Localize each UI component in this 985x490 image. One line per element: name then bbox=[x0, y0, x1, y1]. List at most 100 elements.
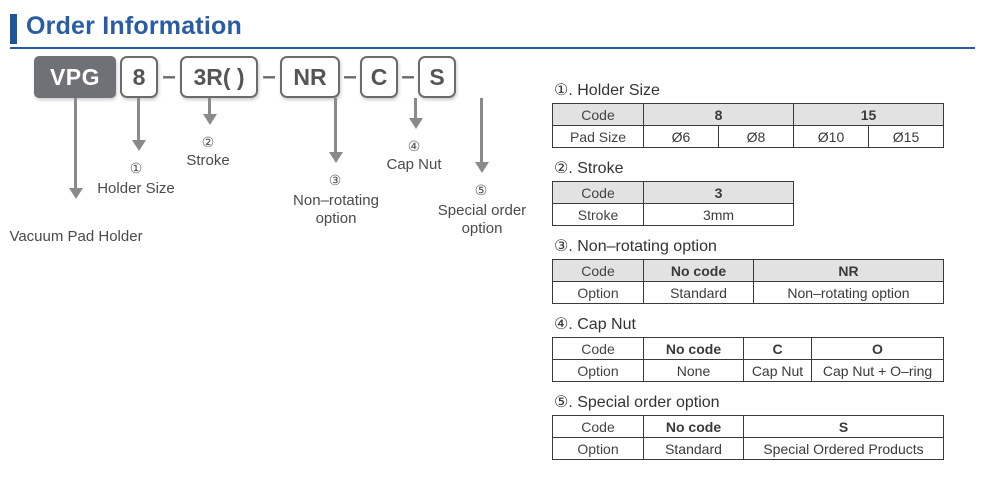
table-rowhead: Option bbox=[552, 359, 644, 382]
code-box-cap-nut-text: C bbox=[370, 63, 388, 90]
leader-label-prefix: Vacuum Pad Holder bbox=[9, 228, 143, 245]
table-row: Code 3 bbox=[552, 181, 794, 204]
table-row: Code No code NR bbox=[552, 259, 944, 282]
leader-arrow-stroke bbox=[203, 114, 217, 125]
table-holder-size: Code 8 15 Pad Size Ø6 Ø8 Ø10 Ø15 bbox=[552, 103, 945, 148]
table-cap-nut: Code No code C O Option None Cap Nut Cap… bbox=[552, 337, 944, 382]
table-row: Code 8 15 bbox=[552, 103, 945, 126]
table-cell: No code bbox=[643, 259, 754, 282]
leader-number-non-rotating: ③ bbox=[328, 172, 342, 188]
leader-number-stroke: ② bbox=[201, 134, 215, 150]
code-box-non-rotating: NR bbox=[280, 56, 340, 98]
leader-arrow-non-rotating bbox=[329, 152, 343, 163]
code-box-prefix: VPG bbox=[34, 56, 116, 98]
table-cell: None bbox=[643, 359, 744, 382]
table-rowhead: Code bbox=[552, 415, 644, 438]
table-row: Code No code S bbox=[552, 415, 944, 438]
table-row: Option Standard Non‒rotating option bbox=[552, 281, 944, 304]
code-separator-1: – bbox=[162, 63, 176, 90]
table-cell: Ø15 bbox=[868, 125, 945, 148]
leader-line-holder-size bbox=[137, 98, 140, 142]
leader-line-cap-nut bbox=[414, 98, 417, 120]
table-non-rotating-option: Code No code NR Option Standard Non‒rota… bbox=[552, 259, 944, 304]
table-rowhead: Code bbox=[552, 103, 644, 126]
leader-number-holder-size: ① bbox=[129, 160, 143, 176]
table-cell: O bbox=[811, 337, 944, 360]
leader-number-cap-nut: ④ bbox=[407, 138, 421, 154]
code-separator-4: – bbox=[401, 63, 415, 90]
table-cell: 8 bbox=[642, 103, 795, 126]
header-accent-bar bbox=[10, 14, 17, 44]
table-rowhead: Code bbox=[552, 259, 644, 282]
table-cell: No code bbox=[643, 337, 744, 360]
table-cell: Non‒rotating option bbox=[753, 281, 944, 304]
leader-arrow-prefix bbox=[69, 188, 83, 199]
leader-arrow-cap-nut bbox=[409, 118, 423, 129]
code-box-stroke: 3R( ) bbox=[180, 56, 258, 98]
leader-label-stroke: Stroke bbox=[186, 152, 230, 169]
code-separator-2: – bbox=[262, 63, 276, 90]
table-cell: No code bbox=[643, 415, 744, 438]
leader-line-prefix bbox=[74, 98, 77, 190]
table-block-cap-nut: ④. Cap Nut Code No code C O Option None … bbox=[552, 314, 944, 382]
page-header: Order Information bbox=[0, 0, 985, 52]
table-row: Code No code C O bbox=[552, 337, 944, 360]
table-cell: Standard bbox=[643, 437, 744, 460]
table-caption-cap-nut: ④. Cap Nut bbox=[554, 316, 636, 333]
code-separator-3: – bbox=[343, 63, 357, 90]
leader-label-holder-size: Holder Size bbox=[97, 180, 175, 197]
code-box-stroke-text: 3R( ) bbox=[193, 63, 245, 90]
table-cell: Cap Nut + O‒ring bbox=[811, 359, 944, 382]
code-box-special-order-text: S bbox=[429, 63, 445, 90]
table-row: Stroke 3mm bbox=[552, 203, 794, 226]
table-rowhead: Code bbox=[552, 337, 644, 360]
leader-number-special-order: ⑤ bbox=[474, 182, 488, 198]
header-divider bbox=[10, 47, 975, 49]
leader-line-non-rotating bbox=[334, 98, 337, 154]
code-box-holder-size-text: 8 bbox=[132, 63, 146, 90]
table-cell: NR bbox=[753, 259, 944, 282]
table-row: Pad Size Ø6 Ø8 Ø10 Ø15 bbox=[552, 125, 945, 148]
table-rowhead: Option bbox=[552, 281, 644, 304]
leader-line-stroke bbox=[208, 98, 211, 116]
table-block-special-order-option: ⑤. Special order option Code No code S O… bbox=[552, 392, 944, 460]
table-cell: Ø8 bbox=[717, 125, 795, 148]
table-caption-non-rotating-option: ③. Non‒rotating option bbox=[554, 238, 717, 255]
table-rowhead: Pad Size bbox=[552, 125, 644, 148]
table-row: Option Standard Special Ordered Products bbox=[552, 437, 944, 460]
part-number-diagram: VPG 8 – 3R( ) – NR – C – S Vacuum Pad Ho… bbox=[0, 56, 545, 276]
table-rowhead: Option bbox=[552, 437, 644, 460]
table-cell: Standard bbox=[643, 281, 754, 304]
table-special-order-option: Code No code S Option Standard Special O… bbox=[552, 415, 944, 460]
leader-arrow-holder-size bbox=[132, 140, 146, 151]
leader-line-special-order bbox=[480, 98, 483, 164]
leader-arrow-special-order bbox=[475, 162, 489, 173]
leader-label-cap-nut: Cap Nut bbox=[386, 156, 442, 173]
table-caption-special-order-option: ⑤. Special order option bbox=[554, 394, 720, 411]
table-block-non-rotating-option: ③. Non‒rotating option Code No code NR O… bbox=[552, 236, 944, 304]
table-caption-stroke: ②. Stroke bbox=[554, 160, 624, 177]
table-cell: 15 bbox=[793, 103, 945, 126]
code-box-holder-size: 8 bbox=[120, 56, 158, 98]
leader-label-non-rotating: Non‒rotating option bbox=[293, 192, 379, 227]
table-cell: S bbox=[743, 415, 944, 438]
leader-label-special-order: Special order option bbox=[437, 202, 527, 237]
table-cell: Special Ordered Products bbox=[743, 437, 944, 460]
code-box-special-order: S bbox=[418, 56, 456, 98]
table-rowhead: Code bbox=[552, 181, 644, 204]
table-cell: 3mm bbox=[643, 203, 794, 226]
code-box-non-rotating-text: NR bbox=[293, 63, 327, 90]
table-cell: Cap Nut bbox=[743, 359, 812, 382]
table-cell: C bbox=[743, 337, 812, 360]
table-block-holder-size: ①. Holder Size Code 8 15 Pad Size Ø6 Ø8 … bbox=[552, 80, 945, 148]
table-row: Option None Cap Nut Cap Nut + O‒ring bbox=[552, 359, 944, 382]
table-cell: 3 bbox=[643, 181, 794, 204]
table-stroke: Code 3 Stroke 3mm bbox=[552, 181, 794, 226]
table-caption-holder-size: ①. Holder Size bbox=[554, 82, 660, 99]
code-box-prefix-text: VPG bbox=[49, 63, 101, 90]
page-title: Order Information bbox=[26, 12, 242, 40]
table-rowhead: Stroke bbox=[552, 203, 644, 226]
table-cell: Ø10 bbox=[793, 125, 870, 148]
table-block-stroke: ②. Stroke Code 3 Stroke 3mm bbox=[552, 158, 794, 226]
table-cell: Ø6 bbox=[643, 125, 719, 148]
